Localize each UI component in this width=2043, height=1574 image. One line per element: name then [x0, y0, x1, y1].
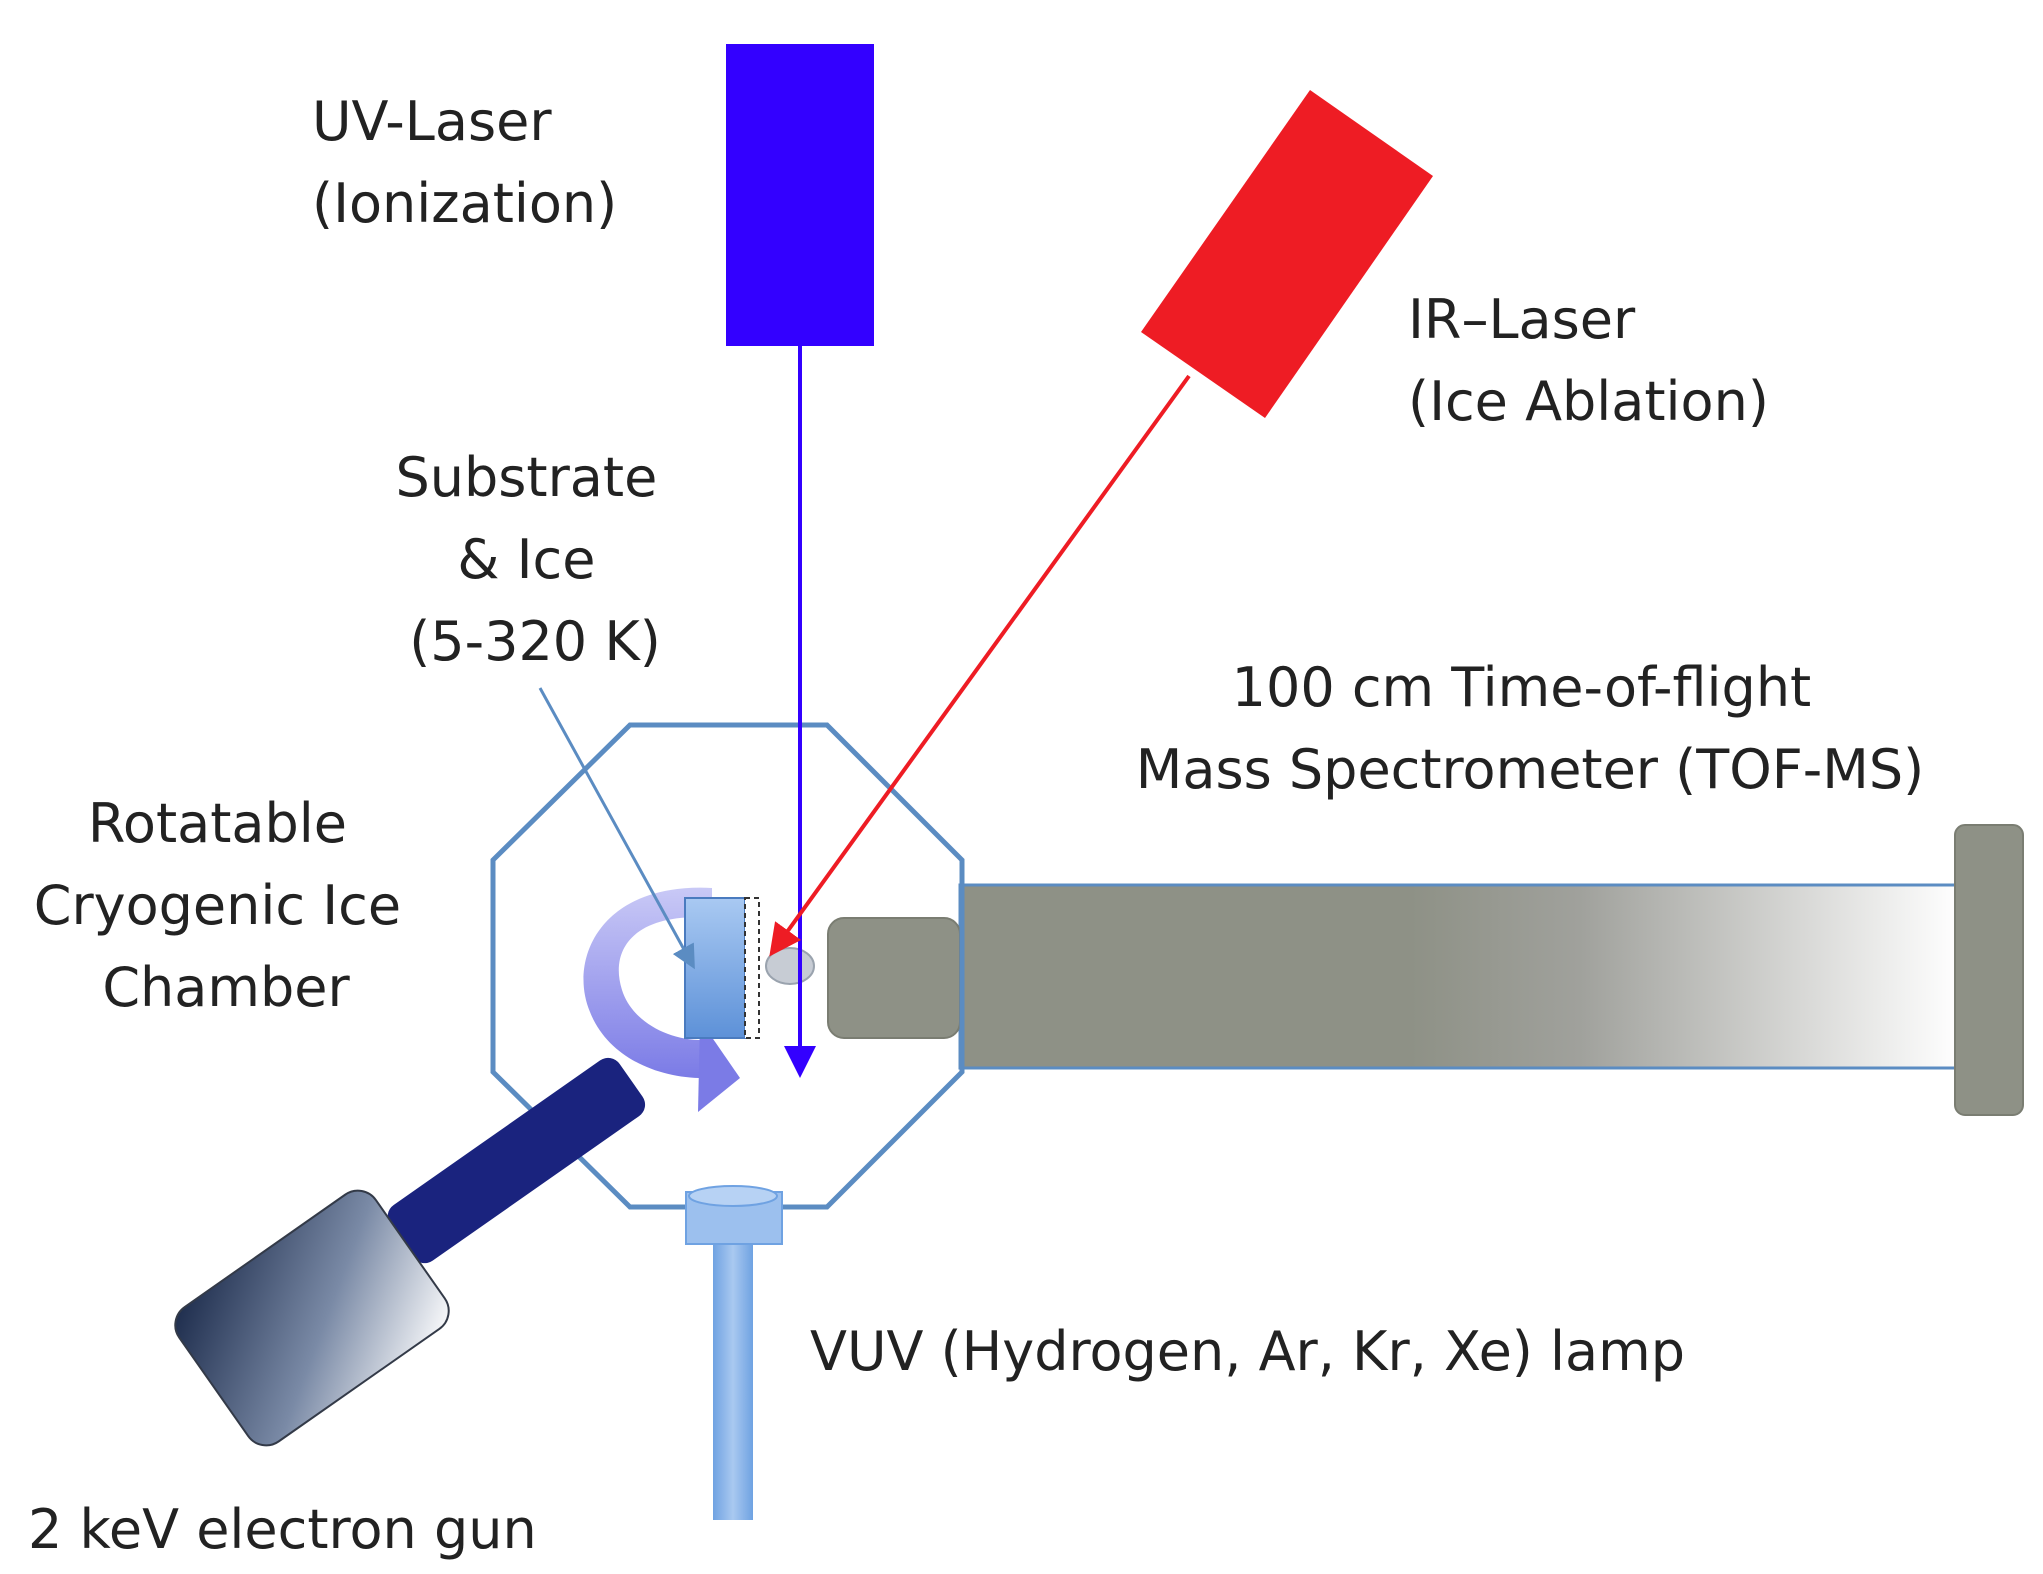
substrate-pointer-arrow — [538, 687, 695, 970]
uv-laser-body — [726, 44, 874, 346]
tof-flight-tube — [958, 883, 1962, 1070]
vuv-lamp-tube — [713, 1200, 753, 1520]
substrate-block — [684, 897, 746, 1039]
ablation-plume — [765, 947, 815, 985]
ir-laser — [769, 90, 1433, 957]
ice-layer — [744, 897, 760, 1039]
tof-ms — [827, 824, 2024, 1116]
electron-gun-body — [174, 1189, 450, 1447]
electron-gun — [174, 1057, 646, 1447]
electron-gun-barrel — [387, 1057, 646, 1264]
uv-laser-label: UV-Laser (Ionization) — [312, 90, 617, 235]
tof-ms-label: 100 cm Time-of-flight Mass Spectrometer … — [1136, 656, 1924, 801]
chamber-label: Rotatable Cryogenic Ice Chamber — [34, 792, 419, 1019]
ir-laser-label: IR–Laser (Ice Ablation) — [1408, 288, 1769, 433]
ir-laser-beam — [769, 374, 1191, 957]
vuv-lamp-window — [688, 1185, 778, 1207]
tof-detector — [1954, 824, 2024, 1116]
cryogenic-ice-chamber — [490, 722, 965, 1210]
rotation-arrow — [583, 887, 740, 1112]
vuv-lamp-label: VUV (Hydrogen, Ar, Kr, Xe) lamp — [810, 1320, 1685, 1383]
substrate-label: Substrate & Ice (5-320 K) — [396, 446, 675, 673]
ir-laser-body — [1141, 90, 1433, 418]
electron-gun-label: 2 keV electron gun — [28, 1498, 537, 1561]
vuv-lamp — [685, 1185, 783, 1520]
